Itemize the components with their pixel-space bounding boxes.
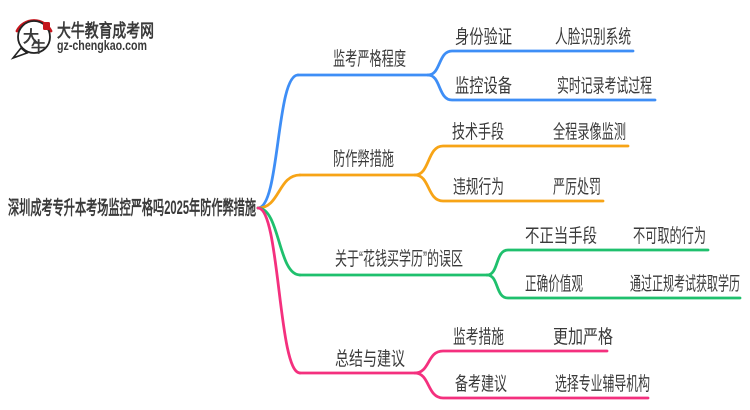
branch-0-child-0-label[interactable]: 身份验证 <box>455 26 512 48</box>
root-node[interactable]: 深圳成考专升本考场监控严格吗2025年防作弊措施 <box>8 196 256 219</box>
daniu-logo-icon: 大 牛 <box>10 19 53 60</box>
branch-2-main-curve <box>256 206 302 277</box>
branch-1-main-curve <box>256 173 302 210</box>
branch-1-label[interactable]: 防作弊措施 <box>333 148 394 170</box>
branch-2-child-0-label[interactable]: 不正当手段 <box>525 225 597 247</box>
brand-logo[interactable]: 大 牛 大牛教育成考网 gz-chengkao.com <box>10 19 154 60</box>
branch-0-child-0-leaf[interactable]: 人脸识别系统 <box>555 26 631 48</box>
branch-1-row-0-line <box>413 144 630 177</box>
branch-1-child-0-leaf[interactable]: 全程录像监测 <box>553 121 626 143</box>
branch-0-row-1-line <box>426 73 657 102</box>
branch-3-child-1-leaf[interactable]: 选择专业辅导机构 <box>555 373 650 395</box>
branch-1-child-0-label[interactable]: 技术手段 <box>452 121 504 143</box>
branch-3-child-0-leaf[interactable]: 更加严格 <box>553 326 613 348</box>
logo-char-bottom: 牛 <box>31 38 46 56</box>
branch-2-label[interactable]: 关于“花钱买学历”的误区 <box>335 248 463 270</box>
branch-3-label[interactable]: 总结与建议 <box>335 348 405 370</box>
brand-url[interactable]: gz-chengkao.com <box>57 37 147 53</box>
branch-3-child-1-label[interactable]: 备考建议 <box>455 373 507 395</box>
branch-3-row-0-line <box>413 349 609 375</box>
branch-2-row-1-line <box>485 273 742 300</box>
branch-0-main-curve <box>256 73 300 210</box>
branch-2-child-0-leaf[interactable]: 不可取的行为 <box>633 225 706 247</box>
branch-2-child-1-label[interactable]: 正确价值观 <box>525 273 583 295</box>
logo-bubble <box>17 20 51 54</box>
branch-0-child-1-leaf[interactable]: 实时记录考试过程 <box>557 75 652 97</box>
brand-name[interactable]: 大牛教育成考网 <box>57 20 154 41</box>
branch-0-links <box>256 49 657 210</box>
branch-2-child-1-leaf[interactable]: 通过正规考试获取学历 <box>630 273 740 295</box>
branch-3-main-curve <box>256 206 302 375</box>
branch-0-row-0-line <box>426 49 635 77</box>
branch-1-child-1-leaf[interactable]: 严厉处罚 <box>553 176 601 198</box>
branch-3-links <box>256 206 650 400</box>
branch-2-row-0-line <box>485 248 710 277</box>
branch-3-child-0-label[interactable]: 监考措施 <box>453 326 504 348</box>
branch-3-row-1-line <box>413 371 650 400</box>
branch-1-child-1-label[interactable]: 违规行为 <box>453 176 504 198</box>
branch-0-child-1-label[interactable]: 监控设备 <box>455 75 512 97</box>
branch-2-links <box>256 206 742 300</box>
branch-1-row-1-line <box>413 173 605 203</box>
logo-seal-icon <box>43 22 50 30</box>
logo-char-top: 大 <box>23 27 39 46</box>
branch-0-label[interactable]: 监考严格程度 <box>333 48 406 70</box>
branch-1-links <box>256 144 630 210</box>
